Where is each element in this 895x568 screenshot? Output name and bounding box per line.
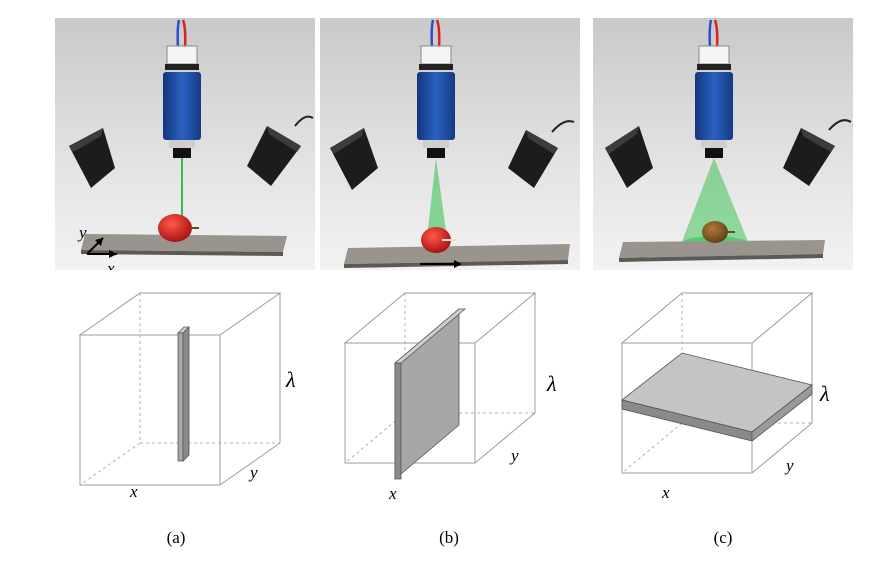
light-source-left xyxy=(69,128,115,188)
scan-x-label: x xyxy=(456,269,465,270)
sample-stage xyxy=(81,234,287,256)
camera-cable xyxy=(430,19,441,49)
cube-edges xyxy=(620,292,814,474)
scan-direction-arrow: x xyxy=(420,260,465,270)
light-source-right xyxy=(508,120,575,188)
light-source-left xyxy=(330,128,378,190)
scene-c xyxy=(593,18,853,270)
laser-sheet xyxy=(426,158,448,246)
scene-a: y x xyxy=(55,18,315,270)
spectral-line-slab xyxy=(177,326,190,462)
hypercube-a: x y λ xyxy=(60,285,310,510)
cube-y-label: y xyxy=(248,463,258,482)
cube-x-label: x xyxy=(129,482,138,501)
sample-stage xyxy=(619,240,825,262)
hyperspectral-camera xyxy=(695,45,733,158)
apple-sample xyxy=(421,227,456,253)
cube-y-label: y xyxy=(509,446,519,465)
spatial-spectral-slab xyxy=(393,308,467,480)
camera-cable xyxy=(176,19,187,49)
caption-a: (a) xyxy=(166,528,186,547)
xy-axes-triad: y x xyxy=(77,223,117,270)
hypercube-c: x y λ xyxy=(612,285,862,510)
light-source-right xyxy=(783,119,852,186)
light-source-right xyxy=(247,115,314,186)
hypercube-b: x y λ xyxy=(335,285,585,510)
cube-hidden-edges xyxy=(79,293,280,486)
camera-cable xyxy=(708,19,719,49)
cube-lambda-label: λ xyxy=(285,367,296,392)
triad-x-label: x xyxy=(106,259,115,270)
cube-y-label: y xyxy=(784,456,794,475)
apple-sample xyxy=(158,214,199,242)
triad-y-label: y xyxy=(77,223,87,242)
light-source-left xyxy=(605,126,653,188)
hyperspectral-camera xyxy=(163,45,201,158)
scene-b: x xyxy=(320,18,580,270)
caption-b: (b) xyxy=(439,528,459,547)
spatial-image-slab xyxy=(621,352,813,442)
cube-x-label: x xyxy=(388,484,397,503)
cube-edges xyxy=(78,292,282,486)
cube-x-label: x xyxy=(661,483,670,502)
caption-c: (c) xyxy=(713,528,733,547)
cube-lambda-label: λ xyxy=(546,371,557,396)
apple-sample xyxy=(702,221,735,243)
hyperspectral-camera xyxy=(417,45,455,158)
cube-lambda-label: λ xyxy=(819,381,830,406)
